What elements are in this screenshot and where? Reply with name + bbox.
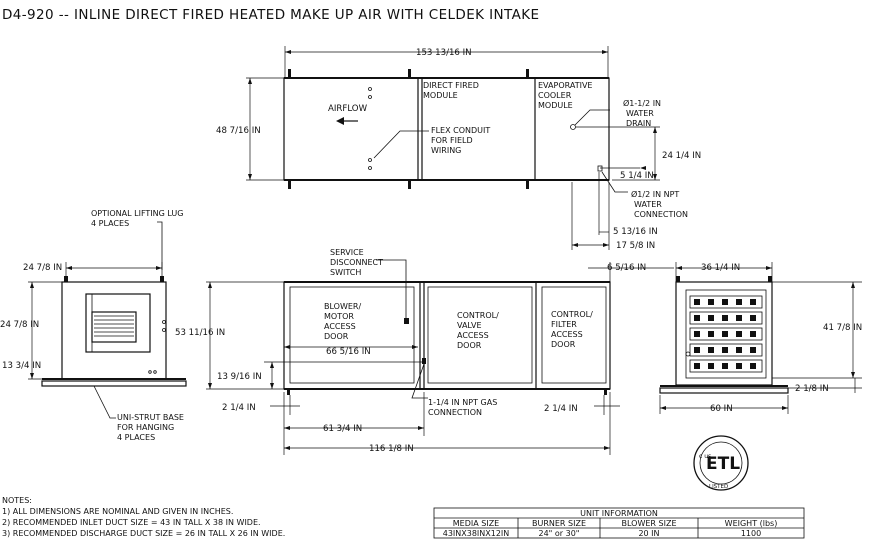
unit-info-cell: 43INX38INX12IN (443, 529, 510, 538)
front-height-label: 53 11/16 IN (175, 328, 225, 338)
blower-door-label-2: MOTOR (324, 312, 354, 321)
top-height-label: 48 7/16 IN (216, 126, 261, 136)
right-height-label: 41 7/8 IN (823, 323, 862, 333)
front-view: SERVICE DISCONNECT SWITCH BLOWER/ MOTOR … (175, 248, 674, 455)
dim-17-5-8-label: 17 5/8 IN (616, 241, 655, 251)
direct-fired-label-2: MODULE (423, 91, 458, 100)
dim-6-5-16-label: 6 5/16 IN (607, 263, 646, 273)
water-conn-label-1: Ø1/2 IN NPT (631, 189, 679, 199)
drawing-title: D4-920 -- INLINE DIRECT FIRED HEATED MAK… (2, 7, 539, 23)
control-filter-label-3: ACCESS (551, 330, 583, 339)
unistrut-label-2: FOR HANGING (117, 423, 174, 432)
flex-conduit-label-2: FOR FIELD (431, 136, 473, 145)
control-filter-label-4: DOOR (551, 340, 576, 349)
front-overall-length-label: 116 1/8 IN (369, 444, 414, 454)
unit-info-table: UNIT INFORMATION MEDIA SIZE BURNER SIZE … (433, 507, 805, 539)
unit-info-cell: 24" or 30" (539, 529, 580, 538)
water-conn-label-2: WATER (634, 200, 662, 209)
unistrut-label-3: 4 PLACES (117, 433, 155, 442)
right-width-label: 36 1/4 IN (701, 263, 740, 273)
flex-conduit-label-3: WIRING (431, 146, 461, 155)
dim-5-13-16-label: 5 13/16 IN (613, 227, 658, 237)
direct-fired-label-1: DIRECT FIRED (423, 81, 479, 90)
dim-2-1-8-label: 2 1/8 IN (795, 384, 829, 394)
water-conn-label-3: CONNECTION (634, 210, 688, 219)
etl-logo-sub: c us (699, 453, 711, 460)
unit-info-header: BLOWER SIZE (622, 519, 677, 528)
right-end-view: 36 1/4 IN (659, 262, 862, 414)
gas-connection-label-1: 1-1/4 IN NPT GAS (428, 398, 497, 407)
note-2: 2) RECOMMENDED INLET DUCT SIZE = 43 IN T… (2, 518, 261, 527)
evap-label-3: MODULE (538, 101, 573, 110)
control-filter-label-2: FILTER (551, 320, 577, 329)
unit-info-header: WEIGHT (lbs) (725, 519, 778, 528)
note-1: 1) ALL DIMENSIONS ARE NOMINAL AND GIVEN … (2, 507, 233, 516)
unit-info-header: BURNER SIZE (532, 519, 586, 528)
evap-label-2: COOLER (538, 91, 572, 100)
blower-door-label-3: ACCESS (324, 322, 356, 331)
service-disconnect-label-1: SERVICE (330, 248, 364, 257)
control-valve-label-4: DOOR (457, 341, 482, 350)
etl-logo-listed: LISTED (709, 484, 728, 490)
unit-info-cell: 1100 (741, 529, 761, 538)
airflow-label: AIRFLOW (328, 104, 368, 114)
note-3: 3) RECOMMENDED DISCHARGE DUCT SIZE = 26 … (2, 529, 285, 538)
left-height-label: 24 7/8 IN (0, 320, 39, 330)
service-disconnect-label-2: DISCONNECT (330, 258, 383, 267)
unit-info-title: UNIT INFORMATION (580, 509, 658, 518)
etl-listed-logo: ETL c us LISTED (693, 435, 749, 491)
dim-2-1-4-left-label: 2 1/4 IN (222, 403, 256, 413)
control-valve-label-1: CONTROL/ (457, 311, 499, 320)
notes-block: NOTES: 1) ALL DIMENSIONS ARE NOMINAL AND… (2, 496, 285, 538)
gas-connection-marker (422, 358, 426, 364)
unistrut-label-1: UNI-STRUT BASE (117, 413, 184, 422)
top-view: 153 13/16 IN 48 7/16 IN AIRFLOW DIRECT F… (216, 46, 701, 251)
service-disconnect-label-3: SWITCH (330, 268, 361, 277)
dim-2-1-4-right-label: 2 1/4 IN (544, 404, 578, 414)
left-end-view: OPTIONAL LIFTING LUG 4 PLACES 24 7/8 IN (0, 209, 187, 442)
water-connection-marker (597, 165, 603, 172)
lifting-lug-label-2: 4 PLACES (91, 219, 129, 228)
lifting-lug-label-1: OPTIONAL LIFTING LUG (91, 209, 183, 218)
flex-conduit-label-1: FLEX CONDUIT (431, 126, 490, 135)
left-width-label: 24 7/8 IN (23, 263, 62, 273)
water-drain-label-2: WATER (626, 109, 654, 118)
disconnect-switch-marker (404, 318, 409, 324)
right-base-width-label: 60 IN (710, 404, 733, 414)
gas-connection-label-2: CONNECTION (428, 408, 482, 417)
dim-24-1-4-label: 24 1/4 IN (662, 151, 701, 161)
top-overall-length-label: 153 13/16 IN (416, 48, 472, 58)
water-drain-label-1: Ø1-1/2 IN (623, 98, 661, 108)
unit-info-header: MEDIA SIZE (453, 519, 499, 528)
water-drain-marker (570, 124, 576, 130)
dim-13-9-16-label: 13 9/16 IN (217, 372, 262, 382)
blower-door-label-1: BLOWER/ (324, 302, 361, 311)
dim-13-3-4-label: 13 3/4 IN (2, 361, 41, 371)
blower-door-label-4: DOOR (324, 332, 349, 341)
control-valve-label-3: ACCESS (457, 331, 489, 340)
control-valve-label-2: VALVE (457, 321, 482, 330)
water-drain-label-3: DRAIN (626, 119, 651, 128)
etl-logo-text: ETL (706, 454, 740, 474)
dim-5-1-4-label: 5 1/4 IN (620, 171, 654, 181)
dim-66-5-16-label: 66 5/16 IN (326, 347, 371, 357)
control-filter-label-1: CONTROL/ (551, 310, 593, 319)
evap-label-1: EVAPORATIVE (538, 81, 592, 90)
airflow-arrow-icon (336, 117, 344, 125)
dim-61-3-4-label: 61 3/4 IN (323, 424, 362, 434)
notes-heading: NOTES: (2, 496, 32, 505)
unit-info-cell: 20 IN (638, 529, 659, 538)
